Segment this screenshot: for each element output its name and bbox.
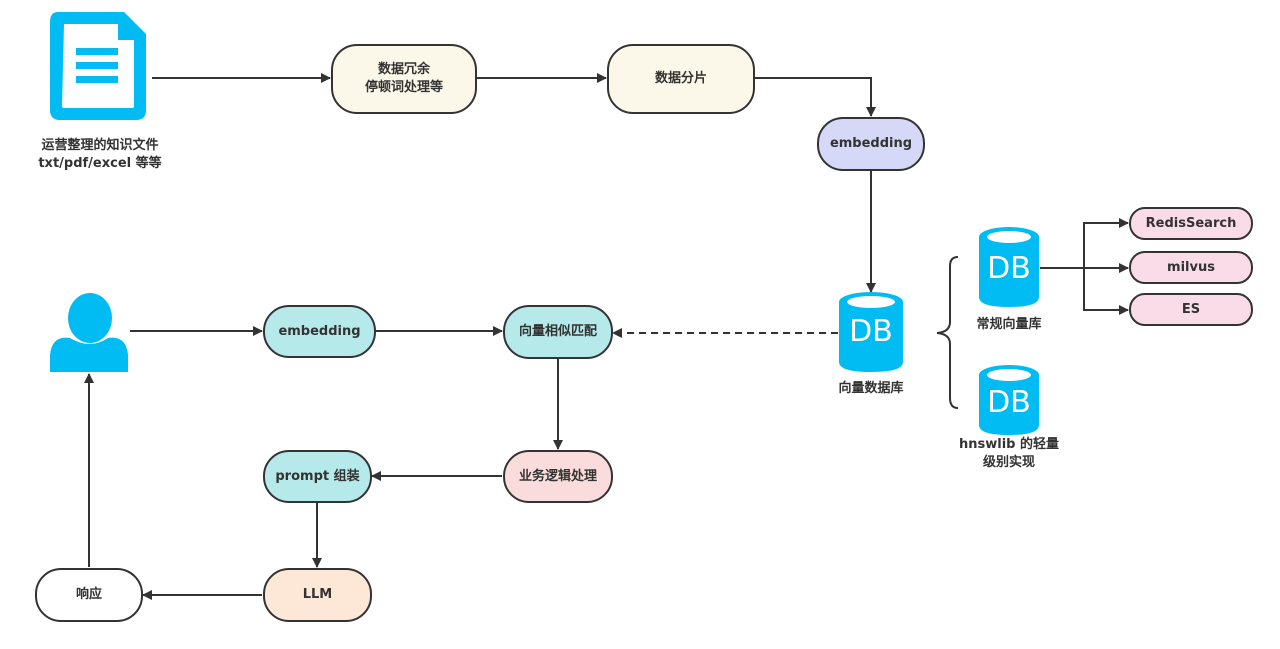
hnswlib-db-icon-text: DB (987, 385, 1031, 420)
prompt-assembly-node[interactable]: prompt 组装 (263, 450, 372, 503)
similarity-match-label: 向量相似匹配 (518, 324, 597, 339)
preprocess-node[interactable]: 数据冗余 停顿词处理等 (331, 44, 477, 114)
similarity-match-node[interactable]: 向量相似匹配 (503, 305, 613, 359)
edge-to-redissearch (1083, 218, 1129, 268)
hnswlib-db-icon (979, 365, 1039, 435)
preprocess-line1: 数据冗余 (377, 62, 430, 77)
chunking-node[interactable]: 数据分片 (607, 44, 755, 114)
regular-vector-db-icon-text: DB (987, 251, 1031, 286)
edge-chunking-to-embedding (755, 77, 876, 117)
document-source-label: 运营整理的知识文件 txt/pdf/excel 等等 (20, 137, 180, 173)
embedding-query-node[interactable]: embedding (263, 305, 376, 358)
regular-vector-db[interactable]: DB (979, 231, 1039, 307)
llm-label: LLM (302, 587, 333, 602)
es-label: ES (1181, 301, 1201, 317)
embedding-ingest-label: embedding (829, 136, 913, 151)
business-logic-label: 业务逻辑处理 (518, 468, 597, 484)
edges (84, 73, 1129, 600)
hnswlib-label-line2: 级别实现 (982, 455, 1035, 470)
vector-db-icon (839, 292, 903, 372)
response-node[interactable]: 响应 (35, 568, 143, 622)
regular-vector-db-icon (979, 227, 1039, 307)
llm-node[interactable]: LLM (263, 568, 372, 622)
chunking-label: 数据分片 (654, 71, 707, 86)
redissearch-node[interactable]: RedisSearch (1129, 207, 1253, 240)
response-label: 响应 (75, 587, 102, 602)
edge-to-es (1083, 268, 1129, 315)
hnswlib-label-line1: hnswlib 的轻量 (958, 437, 1059, 452)
curly-brace (936, 256, 959, 409)
regular-vector-db-label: 常规向量库 (976, 317, 1042, 332)
vector-db[interactable]: DB (839, 296, 903, 372)
document-label-line1: 运营整理的知识文件 (41, 138, 159, 153)
hnswlib-db-label: hnswlib 的轻量 级别实现 (939, 436, 1079, 472)
es-node[interactable]: ES (1129, 293, 1253, 326)
document-icon (50, 12, 146, 120)
embedding-ingest-node[interactable]: embedding (817, 117, 925, 171)
hnswlib-db[interactable]: DB (979, 369, 1039, 435)
milvus-node[interactable]: milvus (1129, 251, 1253, 284)
preprocess-line2: 停顿词处理等 (364, 80, 443, 95)
prompt-assembly-label: prompt 组装 (275, 468, 360, 484)
redissearch-label: RedisSearch (1145, 215, 1237, 231)
business-logic-node[interactable]: 业务逻辑处理 (503, 450, 613, 503)
document-label-line2: txt/pdf/excel 等等 (38, 156, 162, 171)
vector-db-icon-text: DB (849, 314, 893, 349)
embedding-query-label: embedding (278, 323, 361, 339)
vector-db-label: 向量数据库 (838, 381, 904, 396)
milvus-label: milvus (1167, 259, 1215, 275)
user-icon (50, 293, 128, 372)
